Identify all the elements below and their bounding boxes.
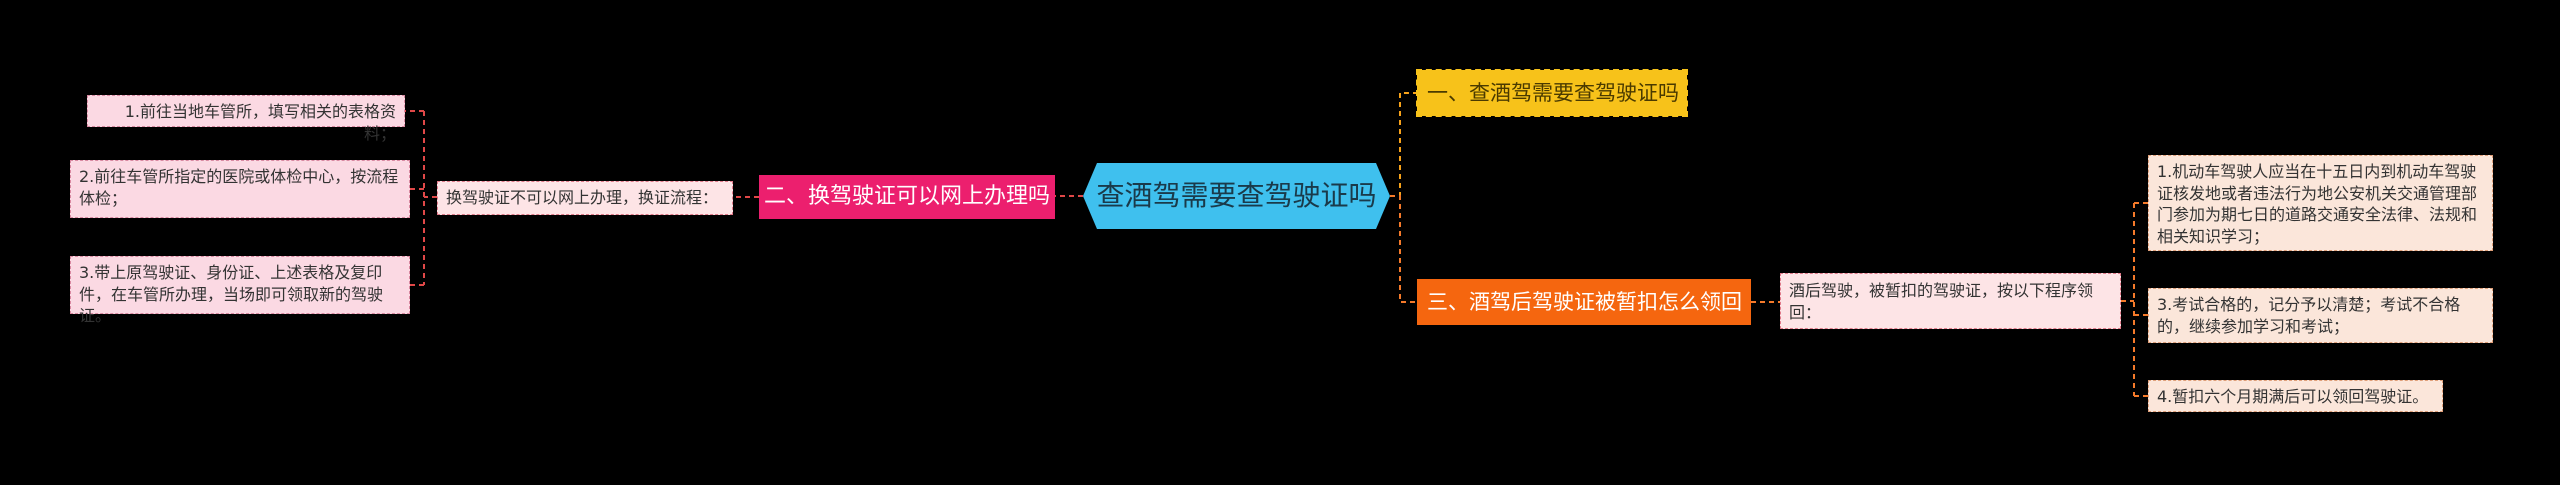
- right-step-3[interactable]: 4.暂扣六个月期满后可以领回驾驶证。: [2148, 380, 2443, 412]
- right-step-1-text: 1.机动车驾驶人应当在十五日内到机动车驾驶证核发地或者违法行为地公安机关交通管理…: [2157, 162, 2478, 246]
- left-step-2-text: 2.前往车管所指定的医院或体检中心，按流程体检；: [79, 167, 399, 208]
- right-step-1[interactable]: 1.机动车驾驶人应当在十五日内到机动车驾驶证核发地或者违法行为地公安机关交通管理…: [2148, 155, 2493, 251]
- branch-3-label: 三、酒驾后驾驶证被暂扣怎么领回: [1427, 289, 1742, 314]
- left-step-3-text: 3.带上原驾驶证、身份证、上述表格及复印件，在车管所办理，当场即可领取新的驾驶证…: [79, 263, 384, 326]
- left-detail-label: 换驾驶证不可以网上办理，换证流程：: [446, 188, 719, 208]
- root-topic-label: 查酒驾需要查驾驶证吗: [1096, 179, 1377, 213]
- connector-mid-leaves: [405, 110, 437, 286]
- left-detail-node[interactable]: 换驾驶证不可以网上办理，换证流程：: [437, 181, 733, 215]
- right-step-3-text: 4.暂扣六个月期满后可以领回驾驶证。: [2157, 387, 2429, 406]
- branch-1-label: 一、查酒驾需要查驾驶证吗: [1427, 80, 1679, 105]
- right-detail-node[interactable]: 酒后驾驶，被暂扣的驾驶证，按以下程序领回：: [1780, 273, 2121, 329]
- left-step-2[interactable]: 2.前往车管所指定的医院或体检中心，按流程体检；: [70, 160, 410, 218]
- connector-root-b1: [1390, 92, 1417, 197]
- branch-2-label: 二、换驾驶证可以网上办理吗: [763, 184, 1050, 210]
- connector-mid-rleaves: [2121, 202, 2148, 397]
- connector-root-b3: [1390, 195, 1417, 303]
- root-topic[interactable]: 查酒驾需要查驾驶证吗: [1083, 163, 1390, 229]
- right-step-2-text: 3.考试合格的，记分予以清楚；考试不合格的，继续参加学习和考试；: [2157, 295, 2461, 336]
- left-step-1[interactable]: 1.前往当地车管所，填写相关的表格资料；: [87, 95, 405, 143]
- left-step-3[interactable]: 3.带上原驾驶证、身份证、上述表格及复印件，在车管所办理，当场即可领取新的驾驶证…: [70, 256, 410, 325]
- branch-3[interactable]: 三、酒驾后驾驶证被暂扣怎么领回: [1417, 279, 1751, 325]
- right-step-2[interactable]: 3.考试合格的，记分予以清楚；考试不合格的，继续参加学习和考试；: [2148, 288, 2493, 343]
- right-detail-label: 酒后驾驶，被暂扣的驾驶证，按以下程序领回：: [1789, 281, 2094, 322]
- left-step-1-text: 1.前往当地车管所，填写相关的表格资料；: [124, 102, 396, 143]
- branch-1[interactable]: 一、查酒驾需要查驾驶证吗: [1416, 69, 1688, 117]
- branch-2[interactable]: 二、换驾驶证可以网上办理吗: [759, 175, 1055, 219]
